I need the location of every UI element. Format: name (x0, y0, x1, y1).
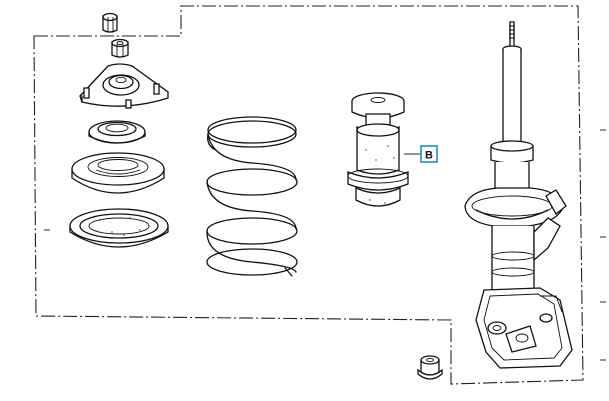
self-locking-nut[interactable] (111, 38, 129, 58)
flange-nut[interactable] (417, 355, 443, 380)
coil-spring[interactable] (206, 116, 298, 277)
callout-box[interactable] (420, 145, 438, 163)
top-nut[interactable] (102, 12, 118, 33)
callout-label: B (425, 150, 433, 162)
bump-stop[interactable] (347, 92, 409, 207)
mounting-rubber[interactable] (71, 152, 165, 194)
callout-b[interactable]: B (420, 145, 438, 163)
upper-mount-base[interactable] (79, 63, 169, 109)
shock-absorber-strut[interactable] (464, 21, 573, 369)
assembly-boundary (33, 5, 584, 385)
spring-lower-insulator[interactable] (69, 208, 169, 248)
upper-spring-seat[interactable] (88, 120, 146, 144)
